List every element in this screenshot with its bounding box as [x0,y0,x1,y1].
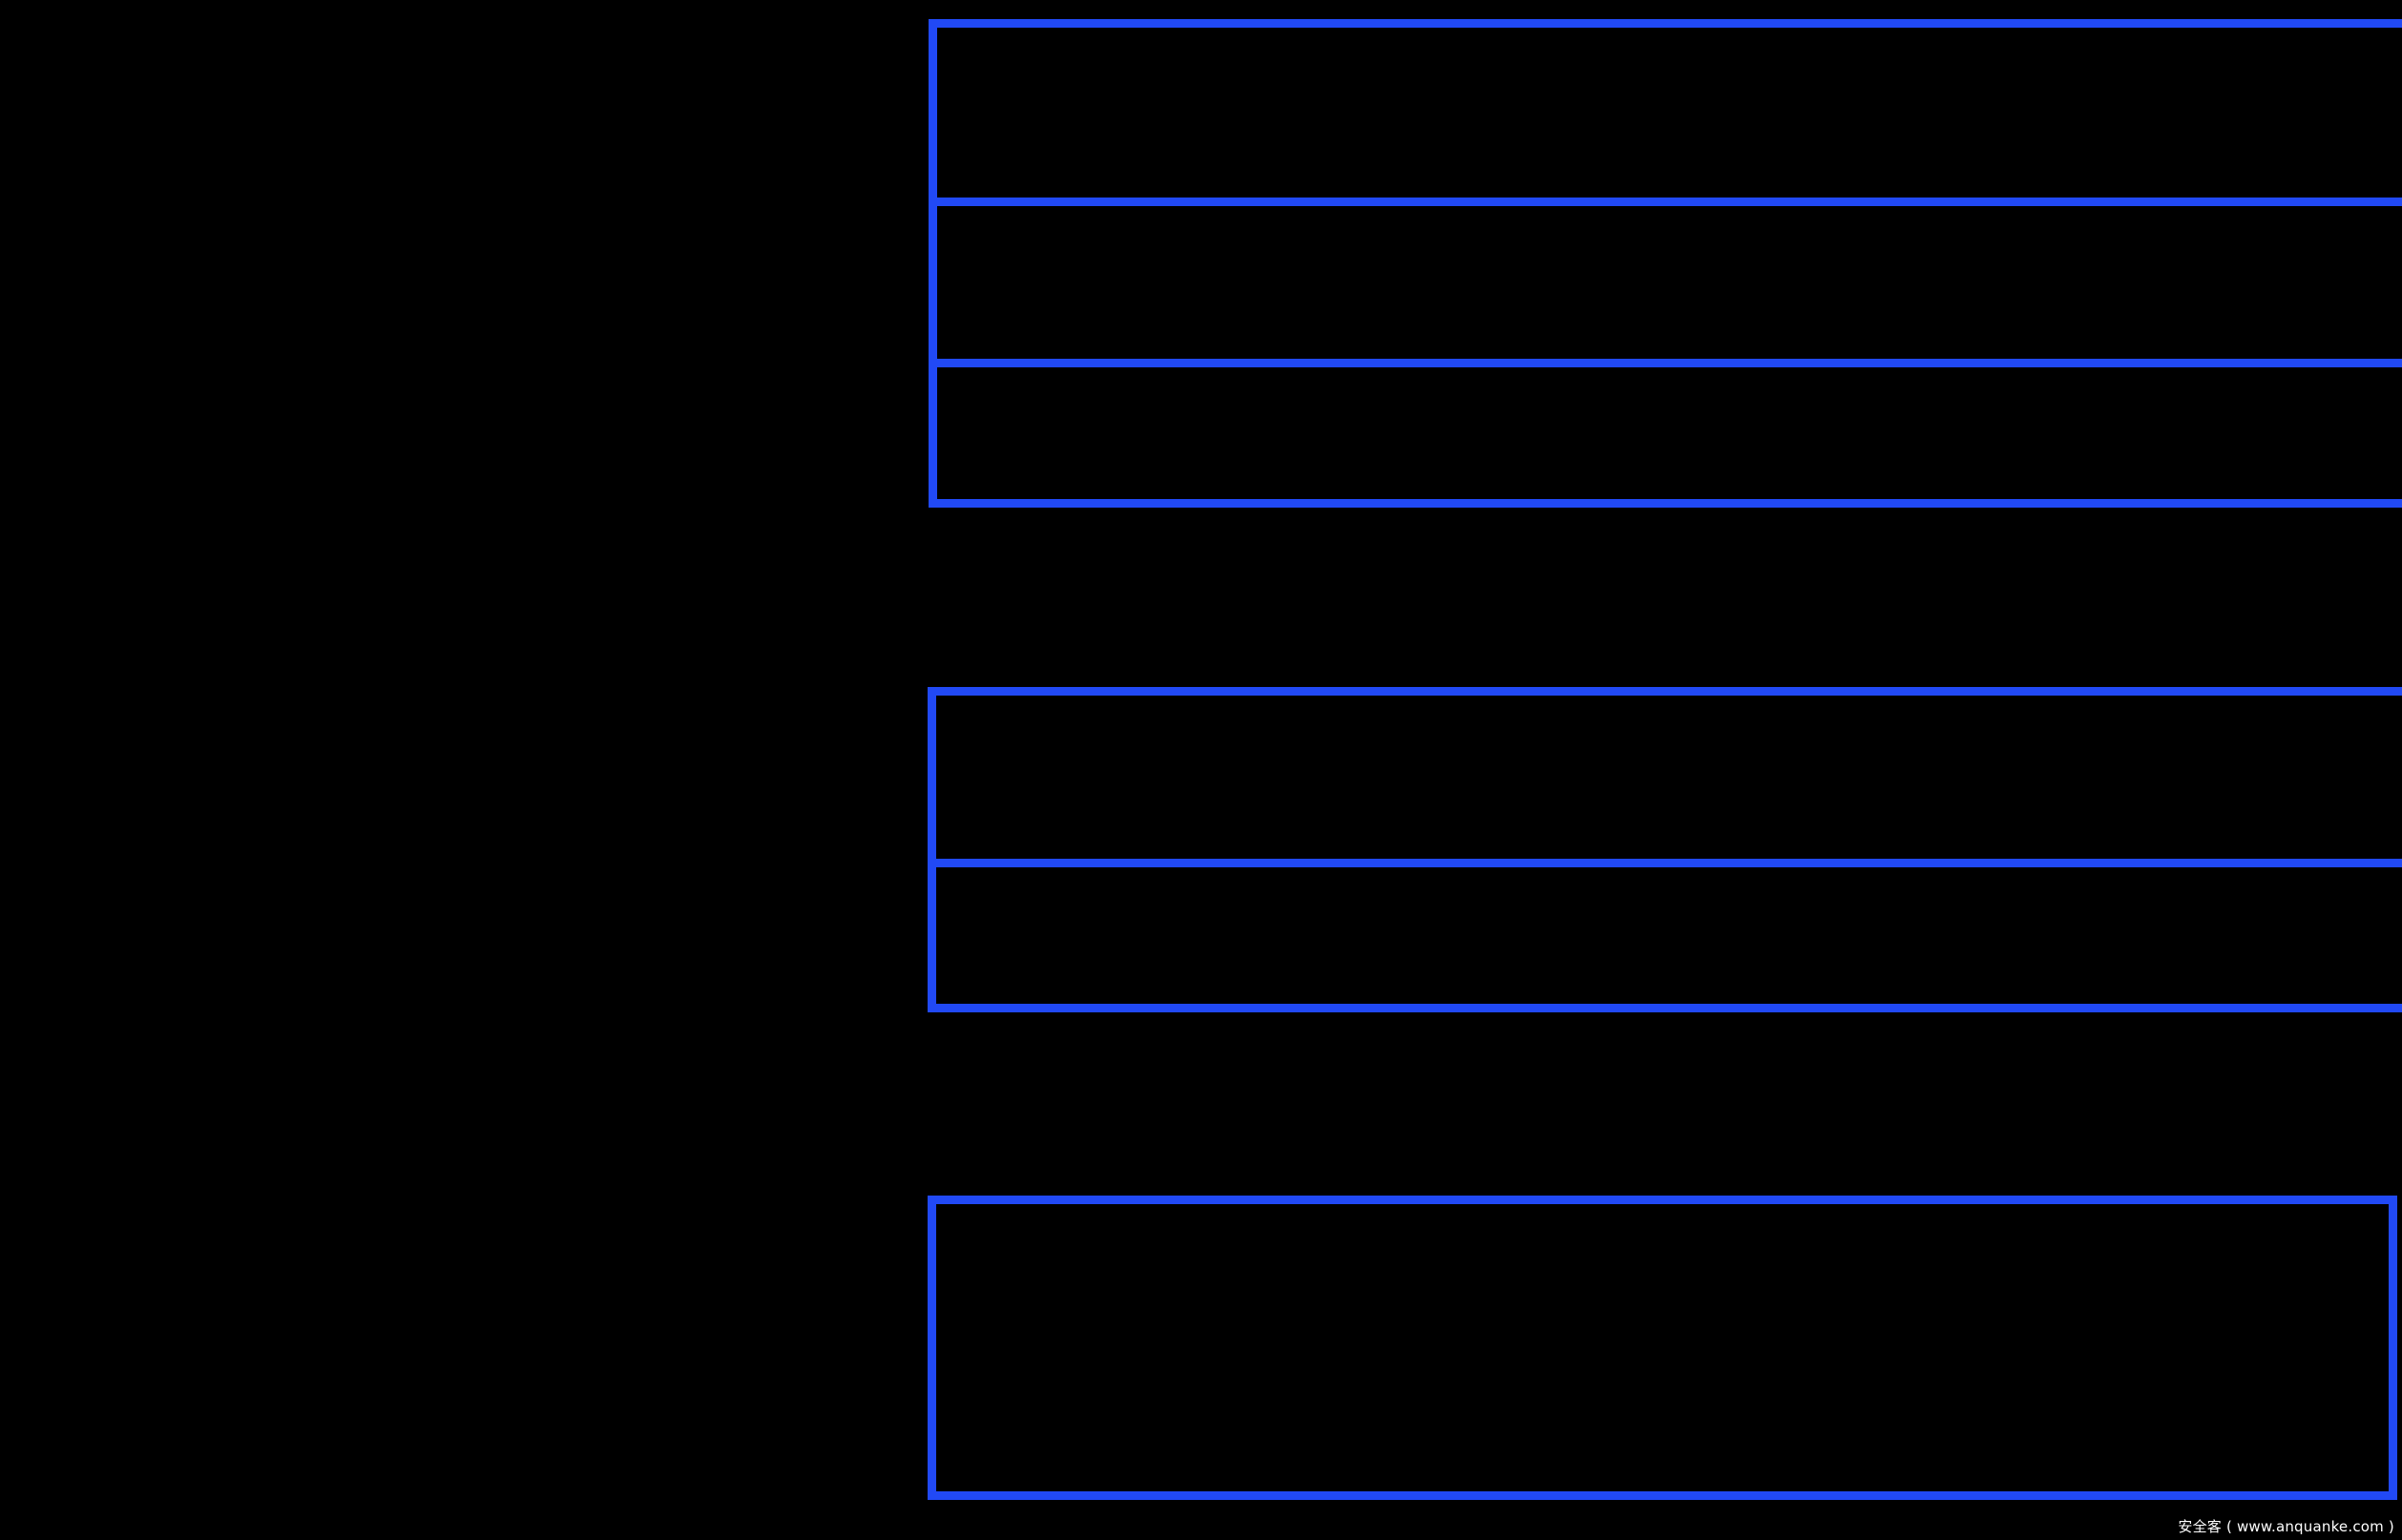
annotation-group-1 [929,19,2402,508]
annotation-group-2 [928,687,2402,1012]
annotation-cell-1-2 [937,198,2402,359]
annotation-group-3 [928,1196,2397,1500]
source-watermark: 安全客 ( www.anquanke.com ) [2178,1518,2394,1535]
annotation-cell-3-1 [936,1204,2389,1491]
annotation-cell-2-1 [936,696,2402,859]
annotation-cell-1-3 [937,359,2402,499]
annotation-cell-2-2 [936,859,2402,1004]
annotation-cell-1-1 [937,28,2402,198]
